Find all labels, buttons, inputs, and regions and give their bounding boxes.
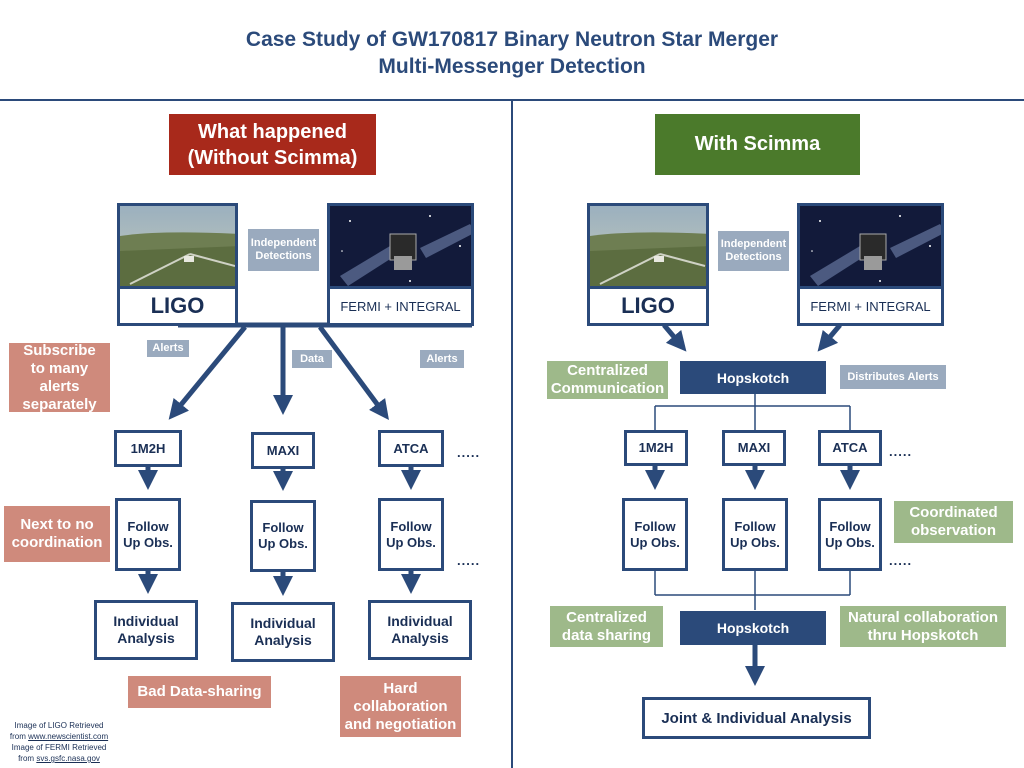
obs-maxi-left: MAXI bbox=[251, 432, 315, 469]
credit-link-newscientist[interactable]: www.newscientist.com bbox=[28, 732, 109, 741]
independent-detections-tag-left: Independent Detections bbox=[248, 229, 319, 271]
left-header-line1: What happened bbox=[198, 120, 347, 143]
credit-line-1: Image of LIGO Retrieved bbox=[14, 721, 104, 730]
follow-up-right-3: Follow Up Obs. bbox=[818, 498, 882, 571]
distributes-alerts-tag: Distributes Alerts bbox=[840, 365, 946, 389]
credit-line-2: from www.newscientist.com bbox=[4, 731, 114, 742]
follow-up-right-2: Follow Up Obs. bbox=[722, 498, 788, 571]
data-tag-left: Data bbox=[292, 350, 332, 368]
credit-from-1: from bbox=[9, 732, 26, 741]
individual-analysis-left-1: Individual Analysis bbox=[94, 600, 198, 660]
ellipsis-right-2: ..... bbox=[889, 553, 913, 568]
independent-detections-tag-right: Independent Detections bbox=[718, 231, 789, 271]
ligo-image bbox=[117, 203, 238, 289]
bad-data-sharing-tag: Bad Data-sharing bbox=[128, 676, 271, 708]
image-credits: Image of LIGO Retrieved from www.newscie… bbox=[4, 720, 114, 764]
obs-atca-right: ATCA bbox=[818, 430, 882, 466]
hard-collaboration-tag: Hard collaboration and negotiation bbox=[340, 676, 461, 737]
fermi-box-right: FERMI + INTEGRAL bbox=[797, 286, 944, 326]
follow-up-left-1: Follow Up Obs. bbox=[115, 498, 181, 571]
obs-1m2h-left: 1M2H bbox=[114, 430, 182, 467]
obs-maxi-right: MAXI bbox=[722, 430, 786, 466]
left-header: What happened (Without Scimma) bbox=[169, 114, 376, 175]
page-title: Case Study of GW170817 Binary Neutron St… bbox=[245, 28, 779, 51]
follow-up-left-3: Follow Up Obs. bbox=[378, 498, 444, 571]
ellipsis-right-1: ..... bbox=[889, 444, 913, 459]
right-header: With Scimma bbox=[655, 114, 860, 175]
centralized-data-sharing-tag: Centralized data sharing bbox=[550, 606, 663, 647]
centralized-communication-tag: Centralized Communication bbox=[547, 361, 668, 399]
ligo-box-left: LIGO bbox=[117, 286, 238, 326]
follow-up-left-2: Follow Up Obs. bbox=[250, 500, 316, 572]
ellipsis-left-1: ..... bbox=[457, 445, 481, 460]
ligo-image-right bbox=[587, 203, 709, 289]
obs-1m2h-right: 1M2H bbox=[624, 430, 688, 466]
alerts-tag-left-2: Alerts bbox=[420, 350, 464, 368]
fermi-box-left: FERMI + INTEGRAL bbox=[327, 286, 474, 326]
subscribe-tag: Subscribe to many alerts separately bbox=[9, 342, 110, 413]
fermi-image-right bbox=[797, 203, 944, 289]
natural-collaboration-tag: Natural collaboration thru Hopskotch bbox=[840, 606, 1006, 647]
left-header-line2: (Without Scimma) bbox=[187, 146, 358, 169]
credit-from-2: from bbox=[18, 754, 35, 763]
alerts-tag-left-1: Alerts bbox=[147, 340, 189, 357]
hopskotch-bottom: Hopskotch bbox=[680, 611, 826, 645]
coordinated-observation-tag: Coordinated observation bbox=[894, 501, 1013, 543]
individual-analysis-left-3: Individual Analysis bbox=[368, 600, 472, 660]
page-subtitle: Multi-Messenger Detection bbox=[378, 55, 646, 78]
ligo-box-right: LIGO bbox=[587, 286, 709, 326]
joint-individual-analysis-box: Joint & Individual Analysis bbox=[642, 697, 871, 739]
credit-link-nasa[interactable]: svs.gsfc.nasa.gov bbox=[36, 754, 100, 763]
follow-up-right-1: Follow Up Obs. bbox=[622, 498, 688, 571]
credit-line-3: Image of FERMI Retrieved bbox=[11, 743, 107, 752]
fermi-image bbox=[327, 203, 474, 289]
individual-analysis-left-2: Individual Analysis bbox=[231, 602, 335, 662]
ellipsis-left-2: ..... bbox=[457, 553, 481, 568]
credit-line-4: from svs.gsfc.nasa.gov bbox=[4, 753, 114, 764]
hopskotch-top: Hopskotch bbox=[680, 361, 826, 394]
obs-atca-left: ATCA bbox=[378, 430, 444, 467]
next-to-no-coordination-tag: Next to no coordination bbox=[4, 506, 110, 562]
